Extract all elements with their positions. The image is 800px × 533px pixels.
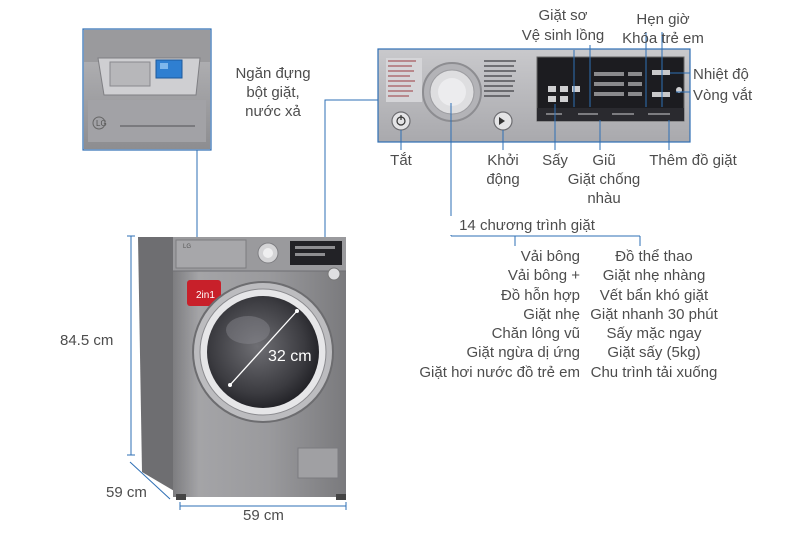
washer-body: LG 2in1 bbox=[138, 237, 346, 500]
callout-lines bbox=[400, 32, 690, 246]
programs-left-list: Vải bông Vải bông + Đồ hỗn hợp Giặt nhẹ … bbox=[400, 247, 580, 382]
detergent-drawer-inset: LG bbox=[82, 28, 212, 151]
list-item: Đồ hỗn hợp bbox=[500, 286, 580, 304]
list-item: Sấy mặc ngay bbox=[606, 325, 702, 343]
list-item: Vải bông + bbox=[507, 267, 580, 285]
programs-right-list: Đồ thể thao Giặt nhẹ nhàng Vết bẩn khó g… bbox=[574, 247, 734, 382]
list-item: Vết bẩn khó giặt bbox=[599, 286, 709, 304]
list-item: Chu trình tải xuống bbox=[590, 363, 718, 381]
programs-title: 14 chương trình giặt bbox=[442, 216, 612, 235]
list-item: Vải bông bbox=[520, 248, 580, 265]
door-diameter: 32 cm bbox=[268, 348, 312, 365]
detergent-drawer-label: Ngăn đựng bột giặt, nước xả bbox=[235, 65, 311, 120]
start-label: Khởi động bbox=[486, 152, 520, 188]
control-panel-inset bbox=[377, 48, 691, 143]
list-item: Giặt nhanh 30 phút bbox=[590, 305, 718, 323]
height-dimension: 84.5 cm bbox=[60, 332, 114, 349]
tub-clean-label: Vệ sinh lồng bbox=[521, 27, 605, 44]
list-item: Chăn lông vũ bbox=[491, 325, 580, 343]
dry-label: Sấy bbox=[542, 152, 568, 169]
prewash-label: Giặt sơ bbox=[538, 7, 588, 24]
list-item: Đồ thể thao bbox=[615, 248, 693, 265]
timer-label: Hẹn giờ bbox=[636, 11, 690, 28]
dimension-lines bbox=[127, 235, 347, 510]
list-item: Giặt ngừa dị ứng bbox=[466, 344, 580, 362]
svg-text:2in1: 2in1 bbox=[196, 290, 215, 301]
list-item: Giặt nhẹ nhàng bbox=[602, 267, 706, 285]
list-item: Giặt hơi nước đồ trẻ em bbox=[419, 363, 580, 381]
list-item: Giặt sấy (5kg) bbox=[607, 344, 701, 362]
child-lock-label: Khóa trẻ em bbox=[622, 30, 704, 47]
off-label: Tắt bbox=[390, 152, 412, 169]
width-dimension: 59 cm bbox=[243, 507, 284, 524]
spin-label: Vòng vắt bbox=[693, 87, 753, 104]
svg-text:LG: LG bbox=[96, 119, 107, 128]
list-item: Giặt nhẹ bbox=[523, 305, 580, 323]
svg-text:LG: LG bbox=[183, 244, 191, 250]
keep-wrinkle-label: Giũ Giặt chống nhàu bbox=[567, 152, 641, 207]
depth-dimension: 59 cm bbox=[106, 484, 147, 501]
temperature-label: Nhiệt độ bbox=[693, 66, 749, 83]
add-item-label: Thêm đồ giặt bbox=[649, 152, 737, 169]
